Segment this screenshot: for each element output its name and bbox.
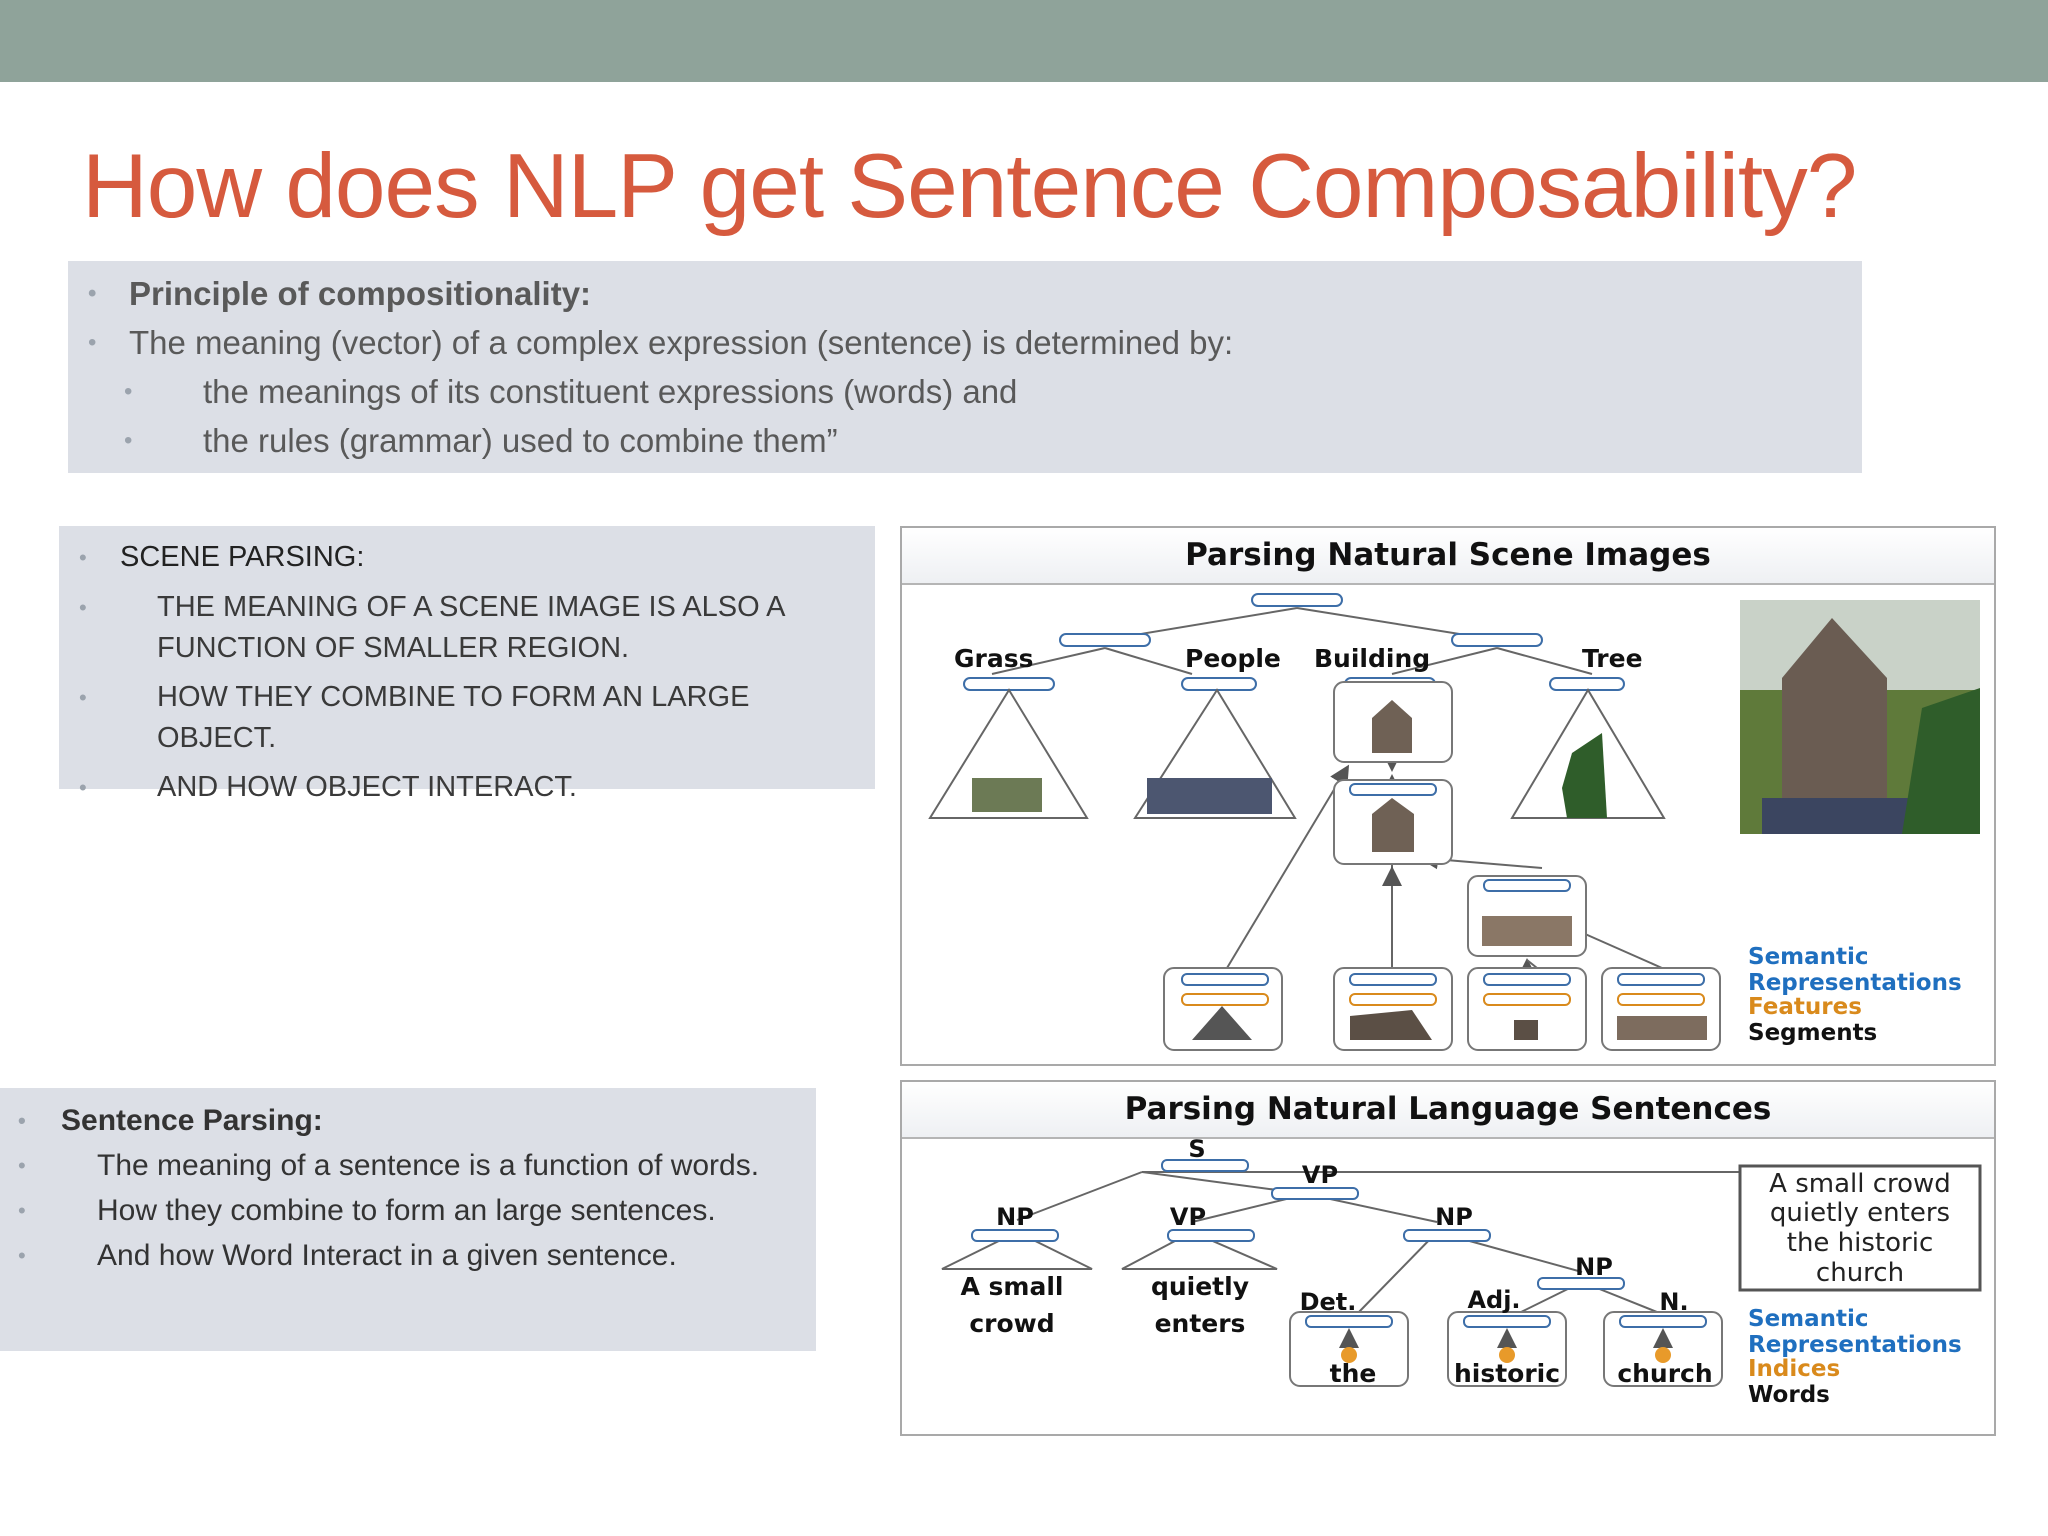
sentence-box	[1738, 1164, 1982, 1292]
legend-segments: Segments	[1748, 1020, 1877, 1046]
scene-parsing-heading: SCENE PARSING:	[59, 537, 875, 578]
label-building: Building	[1314, 644, 1430, 673]
legend-semantic: Semantic	[1748, 944, 1869, 970]
legend-words: Words	[1748, 1382, 1830, 1408]
principle-sub-item: the rules (grammar) used to combine them…	[68, 416, 1862, 465]
language-figure-title: Parsing Natural Language Sentences	[902, 1082, 1994, 1139]
node-np: NP	[1575, 1253, 1613, 1281]
leaf-bars	[1181, 783, 1705, 1006]
label-grass: Grass	[954, 644, 1033, 673]
scene-parsing-item: THE MEANING OF A SCENE IMAGE IS ALSO A F…	[59, 587, 857, 669]
phrase-triangles	[941, 1230, 1278, 1270]
scene-parsing-figure: Grass People Building Tree Semantic Repr…	[900, 526, 1996, 1066]
scene-parse-tree: Grass People Building Tree Semantic Repr…	[928, 593, 1980, 1051]
word-label: the	[1330, 1359, 1377, 1388]
phrase-label: crowd	[969, 1309, 1054, 1338]
node-vp: VP	[1170, 1203, 1206, 1231]
sentence-parsing-item: And how Word Interact in a given sentenc…	[0, 1233, 816, 1278]
node-vp: VP	[1302, 1161, 1338, 1189]
language-parsing-figure: A small crowd quietly enters the histori…	[900, 1080, 1996, 1436]
slide-title: How does NLP get Sentence Composability?	[82, 136, 1857, 237]
label-people: People	[1185, 644, 1281, 673]
scene-figure-title: Parsing Natural Scene Images	[902, 528, 1994, 585]
sentence-node-bars	[971, 1159, 1625, 1290]
phrase-label: A small	[961, 1272, 1064, 1301]
principle-list: Principle of compositionality: The meani…	[68, 261, 1862, 465]
node-adj: Adj.	[1467, 1286, 1520, 1314]
legend-representations: Representations	[1748, 970, 1962, 996]
legend-indices: Indices	[1748, 1356, 1840, 1382]
principle-line: The meaning (vector) of a complex expres…	[68, 318, 1862, 367]
legend-representations: Representations	[1748, 1332, 1962, 1358]
word-label: historic	[1454, 1359, 1560, 1388]
top-banner	[0, 0, 2048, 82]
sentence-parsing-item: The meaning of a sentence is a function …	[0, 1143, 816, 1188]
node-n: N.	[1659, 1288, 1688, 1316]
word-label: church	[1617, 1359, 1712, 1388]
sentence-parsing-heading: Sentence Parsing:	[0, 1098, 816, 1143]
scene-parsing-box: SCENE PARSING: THE MEANING OF A SCENE IM…	[59, 526, 875, 808]
word-box-contents	[1305, 1315, 1707, 1363]
sentence-line: the historic	[1787, 1228, 1934, 1258]
phrase-label: quietly	[1151, 1272, 1249, 1301]
principle-sub-item: the meanings of its constituent expressi…	[68, 367, 1862, 416]
principle-heading: Principle of compositionality:	[68, 269, 1862, 318]
phrase-label: enters	[1155, 1309, 1246, 1338]
legend-semantic: Semantic	[1748, 1306, 1869, 1332]
node-np: NP	[996, 1203, 1034, 1231]
node-det: Det.	[1300, 1288, 1357, 1316]
scene-parsing-item: HOW THEY COMBINE TO FORM AN LARGE OBJECT…	[59, 677, 857, 759]
sentence-parsing-box: Sentence Parsing: The meaning of a sente…	[0, 1088, 816, 1351]
sentence-parsing-list: Sentence Parsing: The meaning of a sente…	[0, 1088, 816, 1278]
sentence-tree-edges	[1016, 1171, 1752, 1315]
sentence-line: church	[1816, 1258, 1904, 1288]
scene-parsing-item: AND HOW OBJECT INTERACT.	[59, 767, 857, 808]
building-patches	[1192, 700, 1707, 1040]
node-np: NP	[1435, 1203, 1473, 1231]
church-photo	[1740, 600, 1980, 834]
segment-patches	[972, 733, 1607, 818]
node-s: S	[1188, 1135, 1205, 1163]
sentence-line: A small crowd	[1769, 1169, 1951, 1199]
label-tree: Tree	[1582, 644, 1643, 673]
sentence-line: quietly enters	[1770, 1198, 1950, 1228]
principle-box: Principle of compositionality: The meani…	[68, 261, 1862, 473]
legend-features: Features	[1748, 994, 1862, 1020]
language-parse-tree: A small crowd quietly enters the histori…	[941, 1135, 1982, 1408]
scene-parsing-list: SCENE PARSING: THE MEANING OF A SCENE IM…	[59, 526, 875, 808]
sentence-parsing-item: How they combine to form an large senten…	[0, 1188, 816, 1233]
